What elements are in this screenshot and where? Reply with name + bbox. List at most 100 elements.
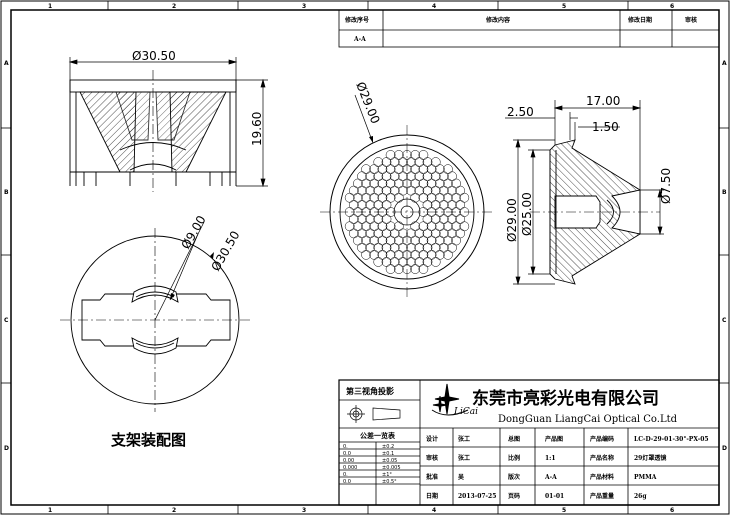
honeycomb-cell (459, 192, 470, 203)
zone-left-c: C (4, 317, 9, 324)
honeycomb-cell (361, 249, 371, 260)
honeycomb-cell (393, 249, 404, 260)
zone-bottom-6: 6 (670, 507, 674, 514)
zone-top-1: 1 (48, 3, 52, 10)
honeycomb-cell (361, 235, 371, 246)
honeycomb-cell (410, 164, 421, 175)
field-value: 29灯罩透镜 (634, 454, 666, 462)
honeycomb-cell (438, 200, 449, 210)
honeycomb-cell (348, 214, 359, 224)
tolerance-value: ±0.005 (382, 465, 401, 471)
honeycomb-cell (353, 192, 363, 203)
honeycomb-cell (414, 257, 425, 267)
field-label: 产品编码 (590, 435, 614, 443)
tolerance-table: 0.±0.20.0±0.10.00±0.050.000±0.0050.±1°0.… (343, 444, 401, 485)
honeycomb-cell (418, 192, 429, 203)
tolerance-precision: 0.0 (343, 479, 351, 485)
dim-top-width-label: Ø30.50 (132, 49, 176, 63)
honeycomb-cell (357, 214, 367, 224)
honeycomb-cell (455, 228, 466, 239)
honeycomb-cell (422, 157, 433, 167)
field-label: 设计 (426, 435, 438, 443)
honeycomb-cell (373, 242, 384, 253)
honeycomb-cell (385, 221, 396, 232)
honeycomb-cell (443, 249, 453, 260)
honeycomb-cell (414, 171, 425, 182)
field-label: 比例 (508, 454, 520, 462)
honeycomb-cell (434, 249, 445, 260)
honeycomb-cell (361, 164, 371, 175)
honeycomb-cell (365, 228, 376, 239)
honeycomb-cell (389, 228, 400, 239)
honeycomb-cell (393, 235, 404, 246)
honeycomb-cell (410, 221, 421, 232)
honeycomb-cell (418, 221, 429, 232)
field-label: 产品重量 (590, 492, 614, 500)
honeycomb-cell (381, 157, 392, 167)
tolerance-value: ±0.5° (382, 479, 397, 485)
honeycomb-cell (418, 150, 429, 160)
honeycomb-cell (426, 235, 437, 246)
zone-left-a: A (4, 60, 9, 67)
honeycomb-cell (377, 249, 388, 260)
honeycomb-cell (381, 257, 392, 267)
zone-top-6: 6 (670, 3, 674, 10)
honeycomb-cell (443, 221, 453, 232)
honeycomb-cell (369, 164, 380, 175)
honeycomb-cell (451, 235, 461, 246)
honeycomb-cell (353, 178, 363, 189)
zone-bottom-2: 2 (172, 507, 176, 514)
logo-text: LiCai (453, 407, 478, 417)
zone-right-b: B (722, 189, 727, 196)
honeycomb-cell (443, 164, 453, 175)
field-value: 26g (634, 493, 647, 500)
honeycomb-cell (365, 214, 376, 224)
dim-bracket-inner-label: Ø9.00 (178, 213, 208, 251)
field-value: LC-D-29-01-30°-PX-05 (634, 436, 709, 443)
company-name-cn: 东莞市亮彩光电有限公司 (472, 388, 659, 409)
honeycomb-cell (377, 235, 388, 246)
honeycomb-cell (406, 185, 416, 196)
dim-side-tip-label: Ø7.50 (659, 168, 673, 204)
honeycomb-cell (373, 171, 384, 182)
honeycomb-cell (410, 264, 421, 274)
field-value: 产品图 (545, 435, 563, 443)
honeycomb-cell (389, 171, 400, 182)
honeycomb-cell (365, 242, 376, 253)
field-label: 产品名称 (590, 454, 614, 462)
honeycomb-cell (369, 249, 380, 260)
honeycomb-cell (447, 200, 457, 210)
honeycomb-cell (369, 235, 380, 246)
honeycomb-cell (398, 185, 408, 196)
dim-side-outer-label: Ø29.00 (505, 198, 519, 242)
honeycomb-cell (381, 185, 392, 196)
honeycomb-cell (381, 228, 392, 239)
honeycomb-cell (385, 264, 396, 274)
zone-top-4: 4 (432, 3, 436, 10)
honeycomb-cell (373, 214, 384, 224)
honeycomb-cell (393, 150, 404, 160)
honeycomb-cell (443, 178, 453, 189)
honeycomb-cell (430, 242, 441, 253)
side-dimensions (505, 100, 664, 286)
lens-front-view (320, 94, 494, 299)
honeycomb-cell (385, 164, 396, 175)
honeycomb-cell (357, 228, 367, 239)
honeycomb-cell (438, 214, 449, 224)
honeycomb-cell (361, 178, 371, 189)
revision-header-review: 审核 (685, 16, 697, 24)
honeycomb-cell (353, 221, 363, 232)
honeycomb-cell (418, 264, 429, 274)
honeycomb-cell (418, 249, 429, 260)
honeycomb-cell (430, 157, 441, 167)
honeycomb-cell (389, 242, 400, 253)
company-logo (431, 383, 469, 416)
zone-left-d: D (4, 445, 9, 452)
honeycomb-cell (418, 164, 429, 175)
honeycomb-cell (455, 200, 466, 210)
honeycomb-cell (430, 214, 441, 224)
field-value: 张工 (458, 454, 470, 462)
